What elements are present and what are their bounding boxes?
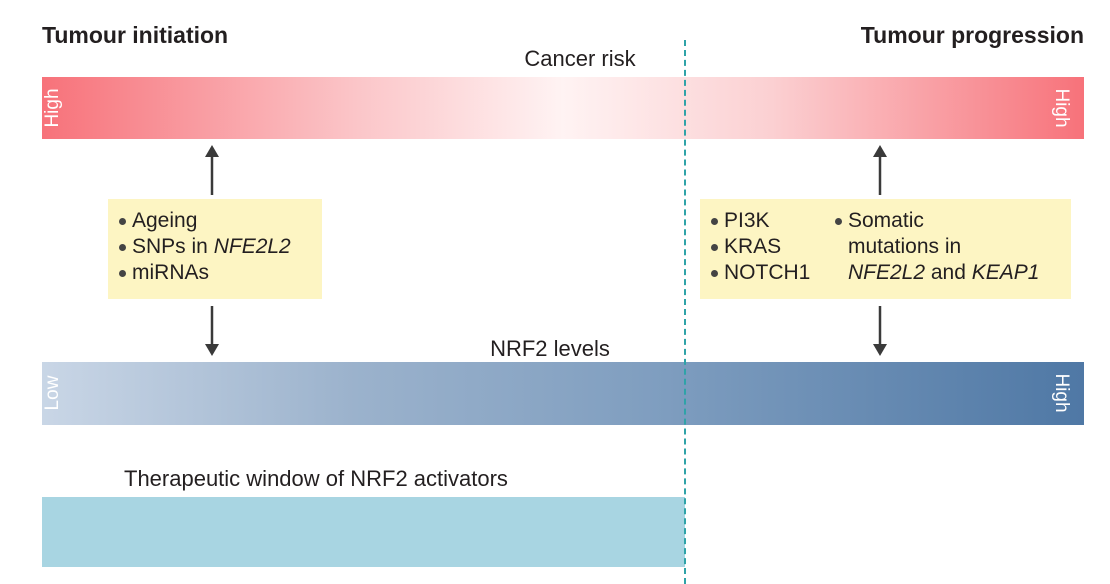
down-arrow-icon [204, 304, 220, 356]
phase-divider [684, 40, 686, 584]
initiation-factor-item: Ageing [118, 208, 312, 234]
progression-factor-item: NOTCH1 [710, 260, 810, 286]
down-arrow-icon [872, 304, 888, 356]
initiation-factors-box: Ageing SNPs in NFE2L2 miRNAs [108, 199, 322, 299]
initiation-factor-item: SNPs in NFE2L2 [118, 234, 312, 260]
tumour-initiation-heading: Tumour initiation [42, 22, 229, 48]
up-arrow-icon [872, 145, 888, 197]
progression-factor-item: KRAS [710, 234, 810, 260]
nrf2-levels-title: NRF2 levels [490, 336, 610, 361]
cancer-risk-title: Cancer risk [524, 46, 636, 71]
progression-factor-item: PI3K [710, 208, 810, 234]
up-arrow-icon [204, 145, 220, 197]
cancer-risk-right-label: High [1051, 88, 1072, 128]
progression-factor-item: Somatic mutations in NFE2L2 and KEAP1 [834, 208, 1039, 286]
nrf2-levels-bar [42, 362, 1084, 425]
progression-factors-box: PI3K KRAS NOTCH1 Somatic mutations in NF… [700, 199, 1071, 299]
initiation-factor-item: miRNAs [118, 260, 312, 286]
cancer-risk-left-label: High [42, 88, 63, 128]
therapeutic-window-label: Therapeutic window of NRF2 activators [124, 466, 508, 491]
tumour-progression-heading: Tumour progression [860, 22, 1084, 48]
therapeutic-window-bar [42, 497, 685, 567]
nrf2-left-label: Low [42, 375, 63, 411]
nrf2-right-label: High [1051, 373, 1072, 413]
cancer-risk-bar [42, 77, 1084, 139]
